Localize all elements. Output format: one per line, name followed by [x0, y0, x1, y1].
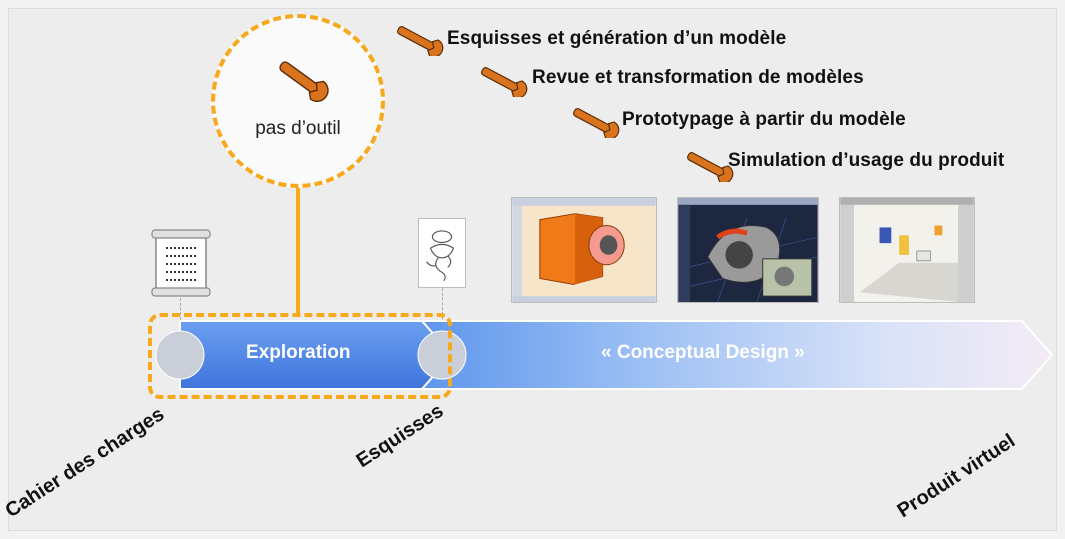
wrench-icon — [279, 61, 329, 102]
cad-review-screenshot — [677, 197, 819, 303]
wrench-icon — [397, 26, 444, 56]
tool-label-review: Revue et transformation de modèles — [532, 67, 864, 88]
simulation-screenshot — [839, 197, 975, 303]
wrench-icon — [573, 108, 620, 138]
wrench-icon — [687, 152, 734, 182]
no-tool-callout: pas d’outil — [211, 14, 385, 188]
phase-conceptual-label: « Conceptual Design » — [601, 342, 805, 363]
tool-label-sketch: Esquisses et génération d’un modèle — [447, 28, 787, 49]
no-tool-label: pas d’outil — [255, 118, 341, 139]
tool-label-simulation: Simulation d’usage du produit — [728, 150, 1005, 171]
document-scroll-icon — [151, 229, 211, 297]
sketch-icon — [418, 218, 466, 288]
phase-exploration-label: Exploration — [246, 342, 351, 363]
tool-label-prototype: Prototypage à partir du modèle — [622, 109, 906, 130]
milestone-dot-esquisses — [417, 330, 467, 380]
cad-model-screenshot — [511, 197, 657, 303]
exploration-highlight — [148, 313, 452, 399]
callout-connector — [296, 188, 300, 314]
wrench-icon — [481, 67, 528, 97]
connector-line — [442, 288, 444, 334]
milestone-dot-cahier — [155, 330, 205, 380]
